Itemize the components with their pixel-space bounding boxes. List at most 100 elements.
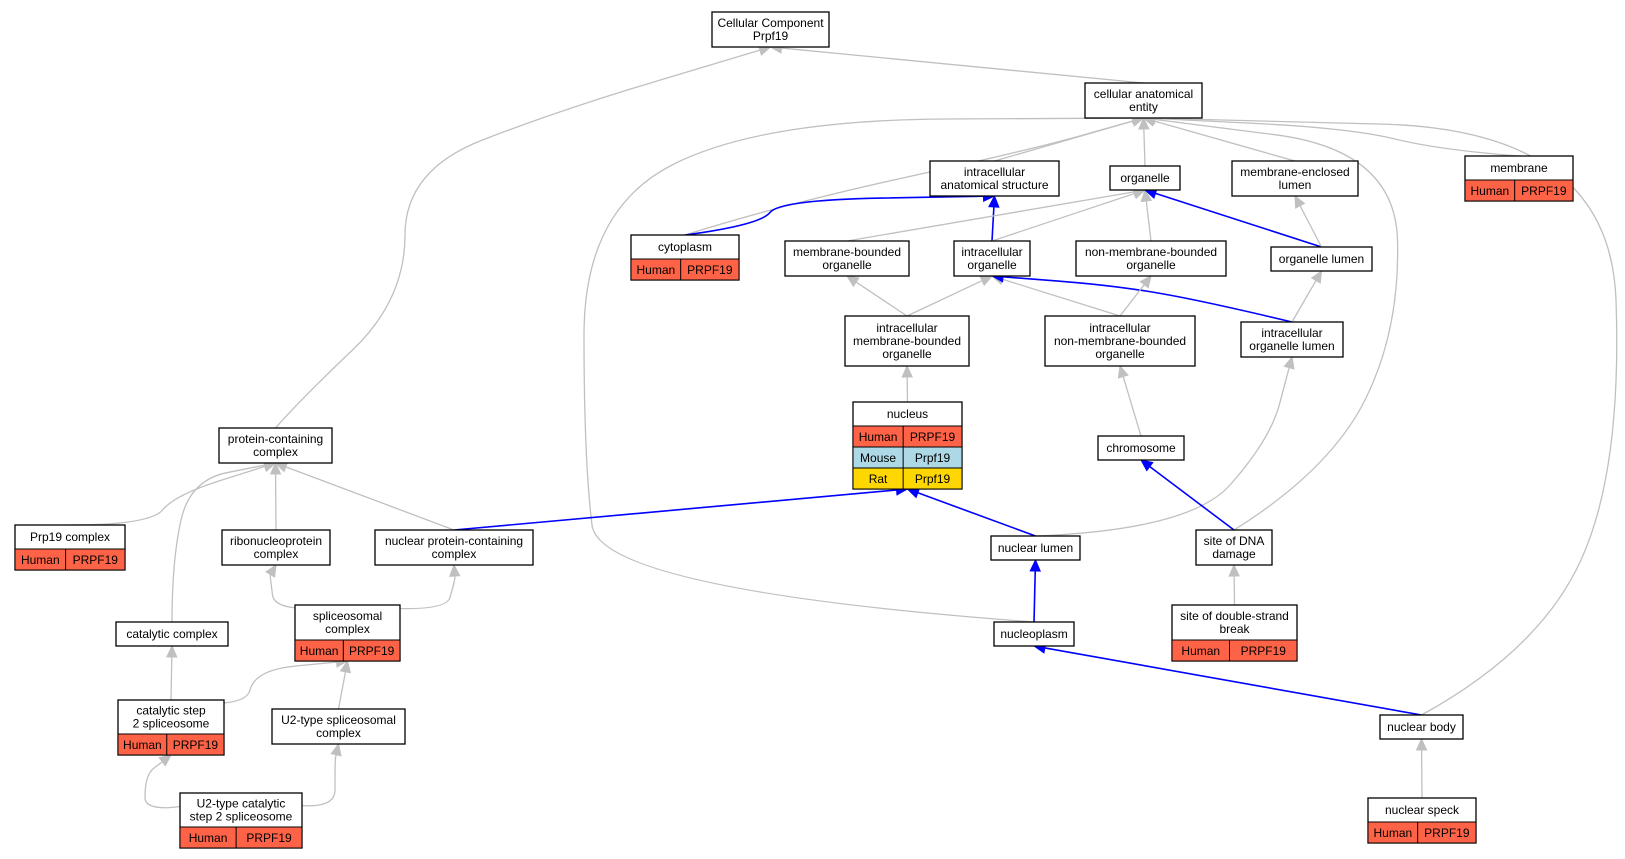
edge-line	[69, 465, 266, 526]
node-label-line: complex	[432, 547, 477, 561]
node-label-line: site of double-strand	[1180, 609, 1289, 623]
arrowhead	[1283, 355, 1295, 370]
edge-line	[1143, 128, 1146, 167]
arrowhead	[988, 194, 1000, 208]
edge-cellular-anatomical-entity-to-cellular-component-prpf19	[769, 42, 1144, 84]
edge-line	[781, 47, 1144, 84]
node-box	[1270, 246, 1373, 272]
edge-line	[1035, 367, 1290, 537]
node-label-line: intracellular	[876, 321, 937, 335]
species-row-human: Human PRPF19	[630, 258, 740, 281]
node-label-line: Cellular Component	[717, 16, 824, 30]
edge-line	[1033, 570, 1037, 623]
node-box	[1044, 315, 1196, 367]
arrowhead	[1415, 737, 1428, 751]
node-label-line: membrane	[1490, 161, 1548, 175]
node-label-line: non-membrane-bounded	[1054, 334, 1186, 348]
edge-line	[684, 195, 984, 236]
node-label-line: intracellular	[961, 245, 1022, 259]
edge-nucleoplasm-to-nuclear-lumen	[1029, 558, 1041, 623]
node-label-line: nucleus	[887, 407, 928, 421]
node-label-line: Prpf19	[753, 29, 789, 43]
node-nucleoplasm[interactable]: nucleoplasm	[993, 621, 1075, 647]
arrowhead	[1294, 194, 1306, 209]
edge-line	[170, 656, 173, 701]
edge-site-of-double-strand-break-to-site-of-dna-damage	[1228, 563, 1240, 606]
edge-prp19-complex-to-protein-containing-complex	[69, 460, 277, 526]
node-organelle-lumen[interactable]: organelle lumen	[1270, 246, 1373, 272]
species-name: Human	[859, 430, 898, 444]
node-label-line: complex	[254, 547, 299, 561]
node-chromosome[interactable]: chromosome	[1097, 435, 1185, 461]
gene-symbol: PRPF19	[687, 263, 733, 277]
edge-line	[1002, 276, 1293, 323]
edge-line	[1044, 647, 1422, 716]
node-label-line: complex	[253, 445, 298, 459]
edge-line	[269, 574, 348, 609]
gene-symbol: PRPF19	[910, 430, 956, 444]
edge-line	[1154, 117, 1520, 157]
edge-line	[1291, 280, 1317, 323]
arrowhead	[845, 275, 860, 288]
node-intracellular-non-membrane-bounded-organelle[interactable]: intracellularnon-membrane-boundedorganel…	[1044, 315, 1196, 367]
node-label-line: U2-type spliceosomal	[281, 713, 396, 727]
arrowhead	[1140, 188, 1153, 203]
edge-line	[1155, 192, 1322, 248]
species-name: Human	[636, 263, 675, 277]
arrowhead	[265, 563, 277, 578]
edge-intracellular-membrane-bounded-organelle-to-membrane-bounded-organelle	[845, 275, 908, 317]
arrowhead	[1138, 116, 1150, 130]
node-catalytic-complex[interactable]: catalytic complex	[115, 621, 229, 647]
species-row-bg	[117, 733, 225, 756]
edge-line	[917, 492, 1036, 537]
arrowhead	[1228, 563, 1240, 577]
edge-membrane-enclosed-lumen-to-cellular-anatomical-entity	[1142, 115, 1296, 162]
node-label-line: catalytic complex	[126, 627, 217, 641]
edge-u2-type-spliceosomal-complex-to-spliceosomal-complex	[337, 659, 352, 710]
gene-symbol: PRPF19	[246, 831, 292, 845]
node-nuclear-body[interactable]: nuclear body	[1379, 714, 1464, 740]
node-box	[929, 160, 1060, 197]
node-label-line: organelle	[1095, 347, 1145, 361]
gene-symbol: Prpf19	[915, 451, 951, 465]
node-label-line: organelle lumen	[1249, 339, 1334, 353]
edge-spliceosomal-complex-to-nuclear-protein-containing-complex	[347, 563, 461, 610]
edge-intracellular-organelle-lumen-to-organelle-lumen	[1291, 269, 1323, 323]
node-organelle[interactable]: organelle	[1109, 165, 1181, 191]
species-name: Human	[1181, 644, 1220, 658]
arrowhead	[979, 275, 994, 287]
species-name: Human	[300, 644, 339, 658]
node-nuclear-lumen[interactable]: nuclear lumen	[990, 535, 1081, 561]
node-box	[844, 315, 970, 367]
edge-intracellular-non-membrane-bounded-organelle-to-non-membrane-bounded-organelle	[1119, 275, 1152, 317]
node-box	[1379, 714, 1464, 740]
